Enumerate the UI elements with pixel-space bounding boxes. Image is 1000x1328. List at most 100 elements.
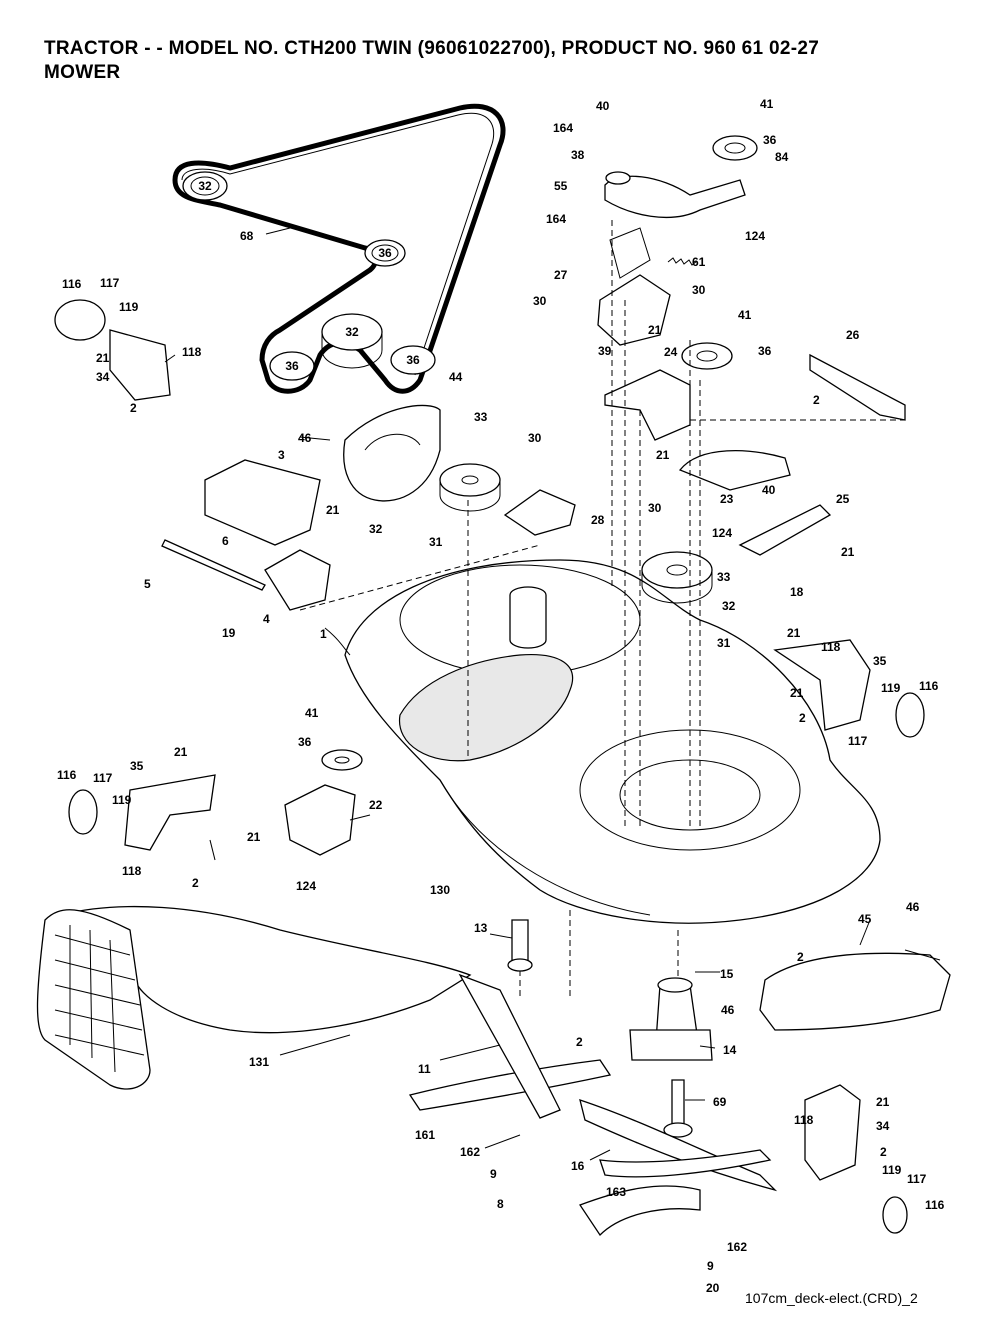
callout-label: 36 xyxy=(758,344,772,358)
callout-label: 30 xyxy=(648,501,662,515)
callout-label: 41 xyxy=(760,97,774,111)
belt-pulley-32-lower: 32 xyxy=(321,313,383,369)
callout-label: 21 xyxy=(326,503,340,517)
callout-label: 124 xyxy=(745,229,765,243)
page-subtitle: MOWER xyxy=(44,62,121,83)
callout-label: 45 xyxy=(858,912,872,926)
callout-label: 162 xyxy=(460,1145,480,1159)
idler-bracket-55 xyxy=(604,135,758,219)
alignment-lines xyxy=(299,220,905,1000)
left-idler-assembly-bottom xyxy=(68,774,216,851)
callout-label: 23 xyxy=(720,492,734,506)
callout-label: 84 xyxy=(775,150,789,164)
callout-label: 36 xyxy=(763,133,777,147)
callout-label: 2 xyxy=(799,711,806,725)
callout-label: 22 xyxy=(369,798,383,812)
callout-label: 2 xyxy=(813,393,820,407)
spindle-13 xyxy=(507,919,533,972)
callout-label: 13 xyxy=(474,921,488,935)
callout-label: 21 xyxy=(174,745,188,759)
callout-label: 130 xyxy=(430,883,450,897)
callout-label: 21 xyxy=(841,545,855,559)
callout-label: 69 xyxy=(713,1095,727,1109)
leader-lines xyxy=(164,227,941,1161)
pulley-36-loose xyxy=(321,749,363,771)
pulley-32-left xyxy=(439,463,501,512)
callout-label: 163 xyxy=(606,1185,626,1199)
belt-callout: 32 xyxy=(345,325,359,339)
callout-label: 1 xyxy=(320,627,327,641)
callout-label: 2 xyxy=(192,876,199,890)
callout-label: 30 xyxy=(692,283,706,297)
callout-label: 21 xyxy=(247,830,261,844)
callout-label: 21 xyxy=(648,323,662,337)
callout-label: 34 xyxy=(96,370,110,384)
callout-label: 41 xyxy=(305,706,319,720)
pivot-bracket-27 xyxy=(597,227,671,346)
bracket-24 xyxy=(604,369,691,441)
callout-label: 61 xyxy=(692,255,706,269)
callout-label: 36 xyxy=(298,735,312,749)
callout-label: 116 xyxy=(57,768,77,782)
callout-label: 30 xyxy=(533,294,547,308)
bracket-23 xyxy=(678,450,791,491)
callout-label: 5 xyxy=(144,577,151,591)
pulley-36-idler xyxy=(681,342,733,370)
callout-label: 27 xyxy=(554,268,568,282)
callout-label: 20 xyxy=(706,1281,720,1295)
callout-label: 33 xyxy=(717,570,731,584)
belt-callout: 36 xyxy=(378,246,392,260)
callout-label: 28 xyxy=(591,513,605,527)
callout-label: 44 xyxy=(449,370,463,384)
belt-pulley-36-mid: 36 xyxy=(364,239,406,267)
callout-label: 2 xyxy=(130,401,137,415)
callout-label: 16 xyxy=(571,1159,585,1173)
callout-label: 119 xyxy=(119,300,139,314)
callout-label: 35 xyxy=(873,654,887,668)
page-title: TRACTOR - - MODEL NO. CTH200 TWIN (96061… xyxy=(44,38,820,59)
callout-label: 164 xyxy=(546,212,566,226)
bracket-3 xyxy=(204,459,321,546)
callout-label: 119 xyxy=(882,1163,902,1177)
callout-label: 21 xyxy=(787,626,801,640)
callout-label: 2 xyxy=(880,1145,887,1159)
callout-label: 118 xyxy=(182,345,202,359)
belt-pulley-36-right: 36 xyxy=(390,345,436,375)
blade-161 xyxy=(408,973,612,1119)
arm-25 xyxy=(738,504,832,556)
callout-label: 40 xyxy=(596,99,610,113)
callout-label: 117 xyxy=(93,771,113,785)
blade-16 xyxy=(579,1099,778,1192)
belt-callout: 36 xyxy=(406,353,420,367)
callout-label: 118 xyxy=(794,1113,814,1127)
callout-label: 116 xyxy=(919,679,939,693)
bracket-28 xyxy=(503,489,576,536)
callout-label: 40 xyxy=(762,483,776,497)
callout-label: 131 xyxy=(249,1055,269,1069)
spindle-housing-14 xyxy=(629,977,713,1061)
callout-label: 116 xyxy=(62,277,82,291)
callout-label: 46 xyxy=(906,900,920,914)
rod-6 xyxy=(161,539,266,591)
callout-label: 41 xyxy=(738,308,752,322)
callout-label: 19 xyxy=(222,626,236,640)
spindle-69 xyxy=(663,1079,693,1138)
callout-label: 15 xyxy=(720,967,734,981)
callout-label: 117 xyxy=(907,1172,927,1186)
callout-label: 118 xyxy=(821,640,841,654)
callout-label: 31 xyxy=(717,636,731,650)
callout-label: 30 xyxy=(528,431,542,445)
callout-label: 55 xyxy=(554,179,568,193)
bracket-4 xyxy=(264,549,331,611)
callout-label: 3 xyxy=(278,448,285,462)
callout-label: 21 xyxy=(96,351,110,365)
callout-label: 119 xyxy=(881,681,901,695)
bracket-26 xyxy=(809,353,906,421)
callout-label: 2 xyxy=(576,1035,583,1049)
callout-label: 21 xyxy=(656,448,670,462)
belt-callout: 36 xyxy=(285,359,299,373)
callout-label: 11 xyxy=(418,1062,431,1076)
callout-label: 161 xyxy=(415,1128,435,1142)
callout-label: 21 xyxy=(790,686,804,700)
